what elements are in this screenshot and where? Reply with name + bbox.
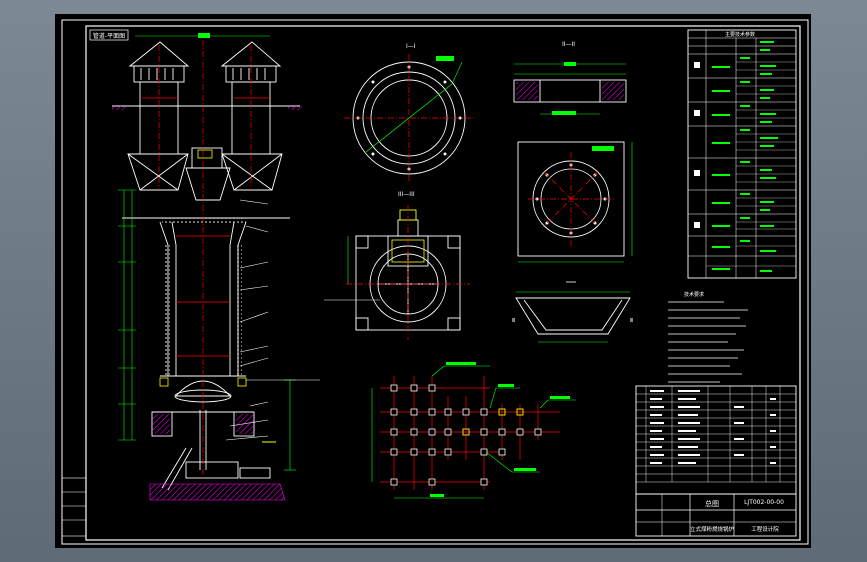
svg-text:Ⅲ: Ⅲ	[512, 318, 515, 324]
notes-title: 技术要求	[684, 291, 704, 298]
technical-notes: 技术要求	[668, 291, 748, 383]
company-name: 工程设计院	[751, 525, 779, 533]
drawing-sheet	[55, 14, 811, 548]
section-ring-top: I—I	[344, 43, 474, 182]
boiler-elevation: 管道-平面图	[89, 29, 320, 501]
section-flange: II—II	[513, 41, 627, 115]
square-plate	[517, 141, 633, 263]
section-label-3: III—III	[398, 191, 415, 198]
svg-text:Ⅲ: Ⅲ	[630, 318, 633, 324]
sheet-title: 管道-平面图	[93, 32, 125, 40]
table-title: 主要技术参数	[725, 31, 755, 38]
foundation-plan	[371, 362, 576, 499]
product-name: 立式煤粉燃烧锅炉	[690, 525, 735, 533]
title-block: LJT002-00-00 总图 立式煤粉燃烧锅炉 工程设计院	[635, 385, 797, 537]
section-housing: III—III	[324, 191, 470, 340]
section-label-2: II—II	[562, 41, 575, 48]
title-block-subtitle: 总图	[705, 499, 719, 508]
margin-stamp	[61, 477, 87, 537]
section-label-1: I—I	[406, 43, 416, 50]
outer-frame	[61, 19, 809, 545]
inner-frame	[85, 25, 801, 541]
parameter-table: 主要技术参数	[687, 29, 797, 279]
hopper-section: Ⅲ Ⅲ	[512, 281, 633, 343]
drawing-number: LJT002-00-00	[744, 499, 784, 506]
